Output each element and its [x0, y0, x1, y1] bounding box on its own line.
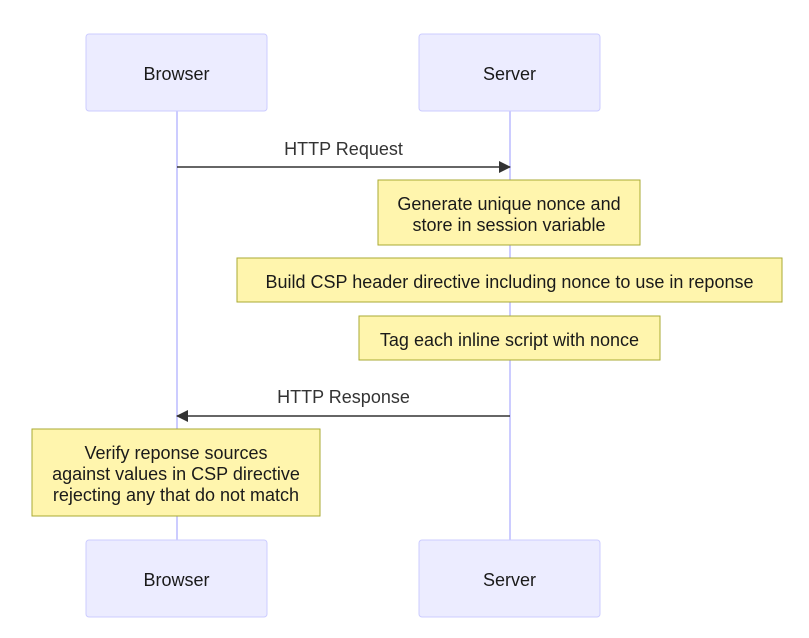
http-request-label: HTTP Request	[284, 139, 403, 159]
note-verify: Verify reponse sources against values in…	[31, 428, 321, 517]
server-actor-top[interactable]: Server	[418, 33, 601, 112]
note-generate-nonce-line-1: Generate unique nonce and	[397, 194, 620, 214]
browser-actor-bottom[interactable]: Browser	[85, 539, 268, 618]
note-verify-line-1: Verify reponse sources	[84, 443, 267, 463]
note-generate-nonce-line-2: store in session variable	[412, 215, 605, 235]
note-tag-scripts-line-1: Tag each inline script with nonce	[380, 330, 639, 350]
note-tag-scripts: Tag each inline script with nonce	[358, 315, 661, 361]
note-build-csp-line-1: Build CSP header directive including non…	[266, 272, 754, 292]
note-generate-nonce: Generate unique nonce and store in sessi…	[377, 179, 641, 246]
server-actor-bottom[interactable]: Server	[418, 539, 601, 618]
browser-actor-top-label: Browser	[143, 64, 209, 84]
server-actor-top-label: Server	[483, 64, 536, 84]
http-response-label: HTTP Response	[277, 387, 410, 407]
browser-actor-top[interactable]: Browser	[85, 33, 268, 112]
note-build-csp: Build CSP header directive including non…	[236, 257, 783, 303]
browser-actor-bottom-label: Browser	[143, 570, 209, 590]
server-actor-bottom-label: Server	[483, 570, 536, 590]
note-verify-line-3: rejecting any that do not match	[53, 485, 299, 505]
note-verify-line-2: against values in CSP directive	[52, 464, 300, 484]
